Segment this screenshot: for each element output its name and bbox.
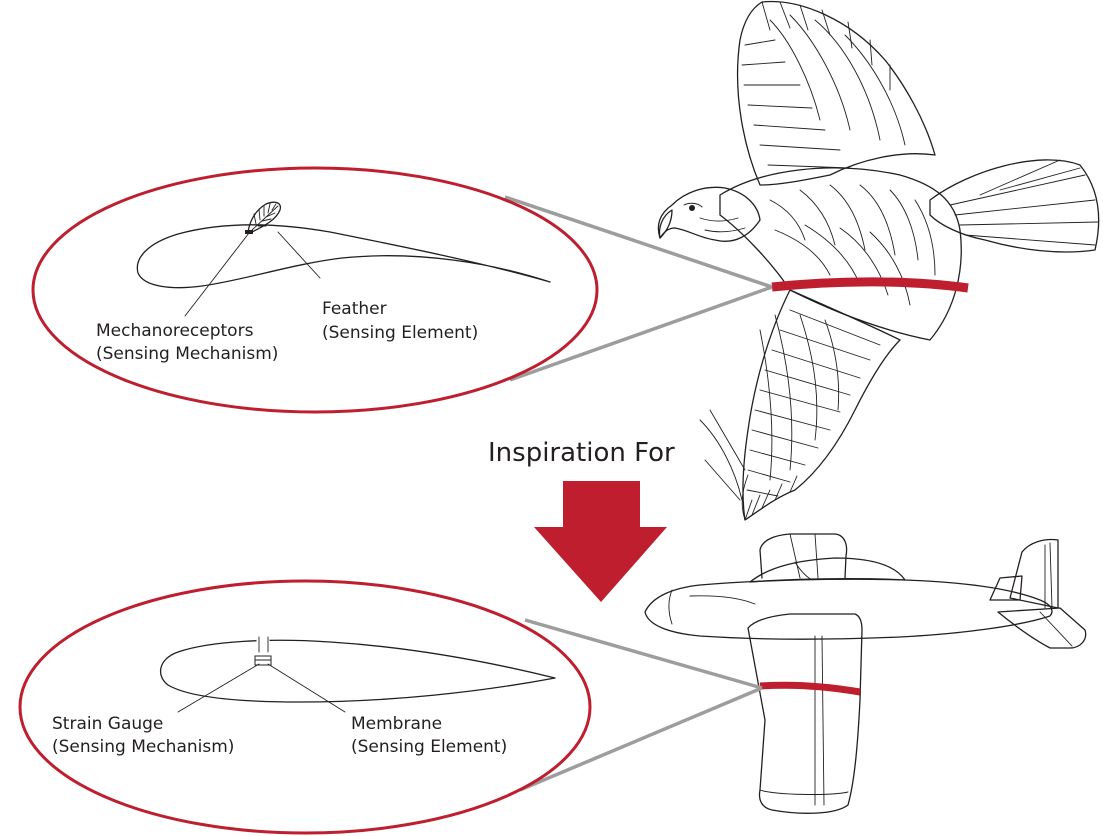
label-feather: Feather (322, 299, 387, 319)
aircraft-callout: Strain Gauge (Sensing Mechanism) Membran… (20, 581, 762, 833)
label-strain-gauge-role: (Sensing Mechanism) (52, 737, 234, 757)
label-mechanoreceptors-role: (Sensing Mechanism) (96, 344, 278, 364)
eagle-icon (658, 2, 1098, 520)
magnification-ellipse (33, 168, 597, 412)
label-strain-gauge: Strain Gauge (52, 714, 163, 734)
inspiration-label: Inspiration For (488, 438, 675, 468)
label-membrane: Membrane (351, 714, 442, 734)
label-membrane-role: (Sensing Element) (351, 737, 507, 757)
label-feather-role: (Sensing Element) (322, 323, 478, 343)
bird-callout: Mechanoreceptors (Sensing Mechanism) Fea… (33, 168, 772, 412)
magnification-ellipse (20, 581, 590, 833)
label-mechanoreceptors: Mechanoreceptors (96, 321, 254, 341)
down-arrow-icon (534, 481, 667, 602)
